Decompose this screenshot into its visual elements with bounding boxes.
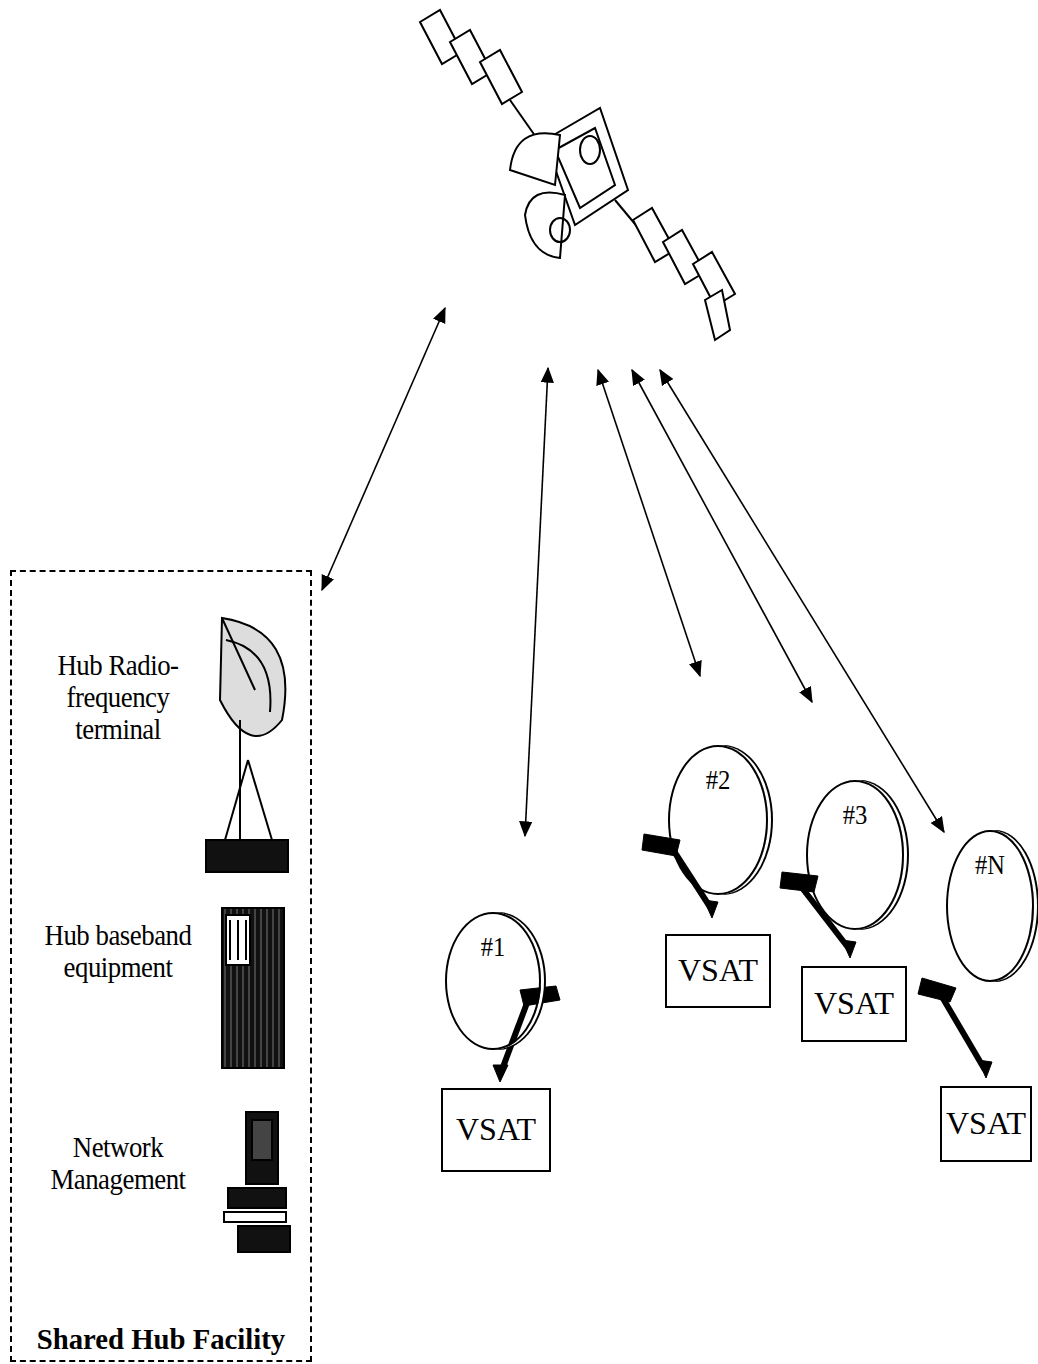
terminal-label: VSAT (456, 1112, 536, 1148)
facility-title: Shared Hub Facility (16, 1323, 306, 1356)
computer-icon (224, 1112, 290, 1252)
equipment-label: Hub baseband equipment (24, 920, 212, 984)
equipment-label: Network Management (24, 1132, 212, 1196)
terminal-number: #2 (674, 765, 762, 795)
vsat-dish: #1 (445, 912, 541, 1050)
vsat-dish: #2 (668, 745, 768, 895)
hub-equipment-label: Hub Radio-frequency terminal (18, 650, 218, 850)
hub-equipment-label: Network Management (18, 1132, 218, 1262)
vsat-dish: #3 (806, 780, 904, 930)
vsat-dish: #N (946, 830, 1034, 982)
terminal-label: VSAT (946, 1106, 1026, 1142)
terminal-number: #N (952, 850, 1028, 880)
equipment-label: Hub Radio-frequency terminal (24, 650, 212, 746)
terminal-number: #1 (451, 932, 535, 962)
link-arrows (322, 308, 944, 836)
hub-equipment-label: Hub baseband equipment (18, 920, 218, 1050)
vsat-box: VSAT (441, 1088, 551, 1172)
feed-arms (493, 834, 992, 1082)
vsat-box: VSAT (665, 934, 771, 1008)
terminal-label: VSAT (678, 953, 758, 989)
terminal-label: VSAT (814, 986, 894, 1022)
hub-antenna-icon (206, 618, 288, 872)
satellite (420, 10, 735, 340)
vsat-box: VSAT (940, 1086, 1032, 1162)
vsat-box: VSAT (801, 966, 907, 1042)
rack-icon (222, 908, 284, 1068)
hub-facility-box: Shared Hub Facility Hub Radio-frequency t… (10, 570, 312, 1362)
terminal-number: #3 (812, 800, 898, 830)
